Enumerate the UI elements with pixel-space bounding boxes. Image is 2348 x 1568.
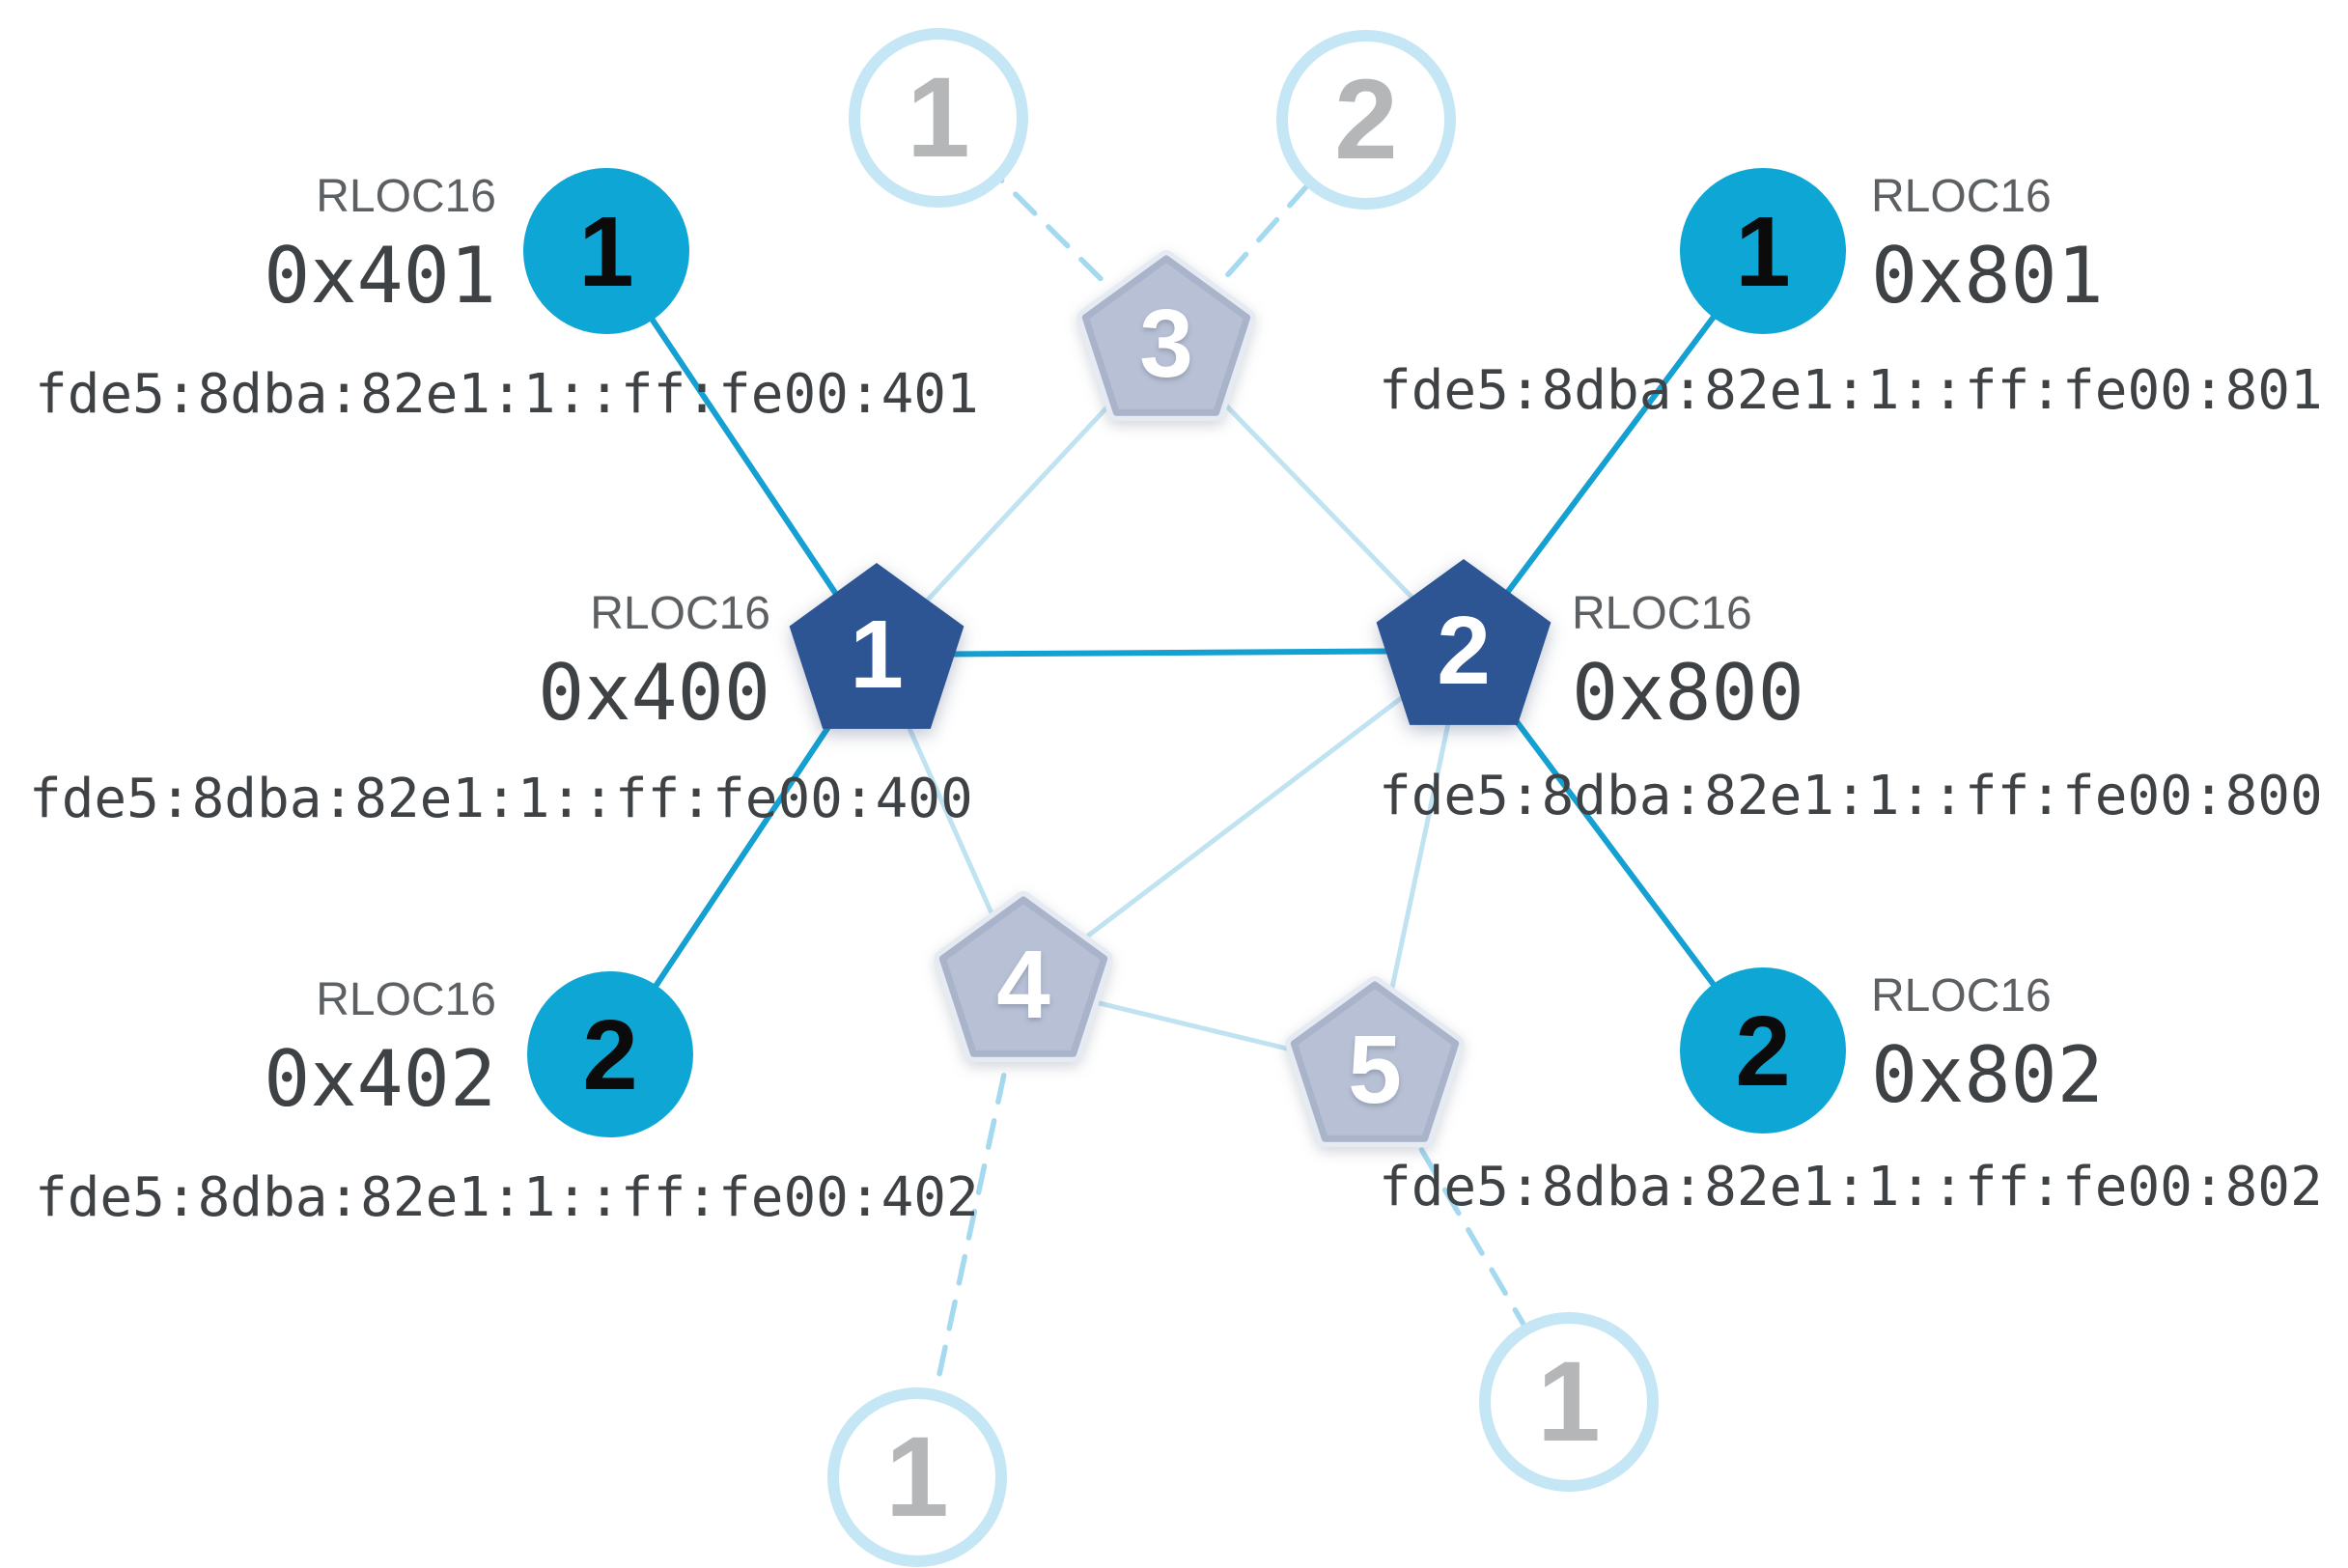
rloc-tag-child-802: RLOC16 0x802 — [1871, 969, 2104, 1118]
rloc16-label: RLOC16 — [1572, 588, 1752, 639]
rloc-tag-child-402: RLOC16 0x402 — [264, 973, 496, 1122]
router-4-number: 4 — [996, 931, 1050, 1039]
link-router1-router2 — [874, 648, 1467, 658]
idle-device-bottom-left-number: 1 — [885, 1414, 949, 1541]
rloc16-label: RLOC16 — [316, 974, 496, 1025]
idle-device-bottom-left: 1 — [827, 1387, 1007, 1567]
router-node-2: 2 — [1372, 555, 1555, 731]
ipv6-address-child-402: fde5:8dba:82e1:1::ff:fe00:402 — [35, 1166, 979, 1229]
rloc16-value-child-802: 0x802 — [1871, 1030, 2104, 1120]
child-device-801-number: 1 — [1735, 195, 1791, 307]
idle-device-top-1-number: 1 — [907, 54, 970, 182]
idle-device-top-2: 2 — [1276, 30, 1456, 210]
ipv6-address-child-802: fde5:8dba:82e1:1::ff:fe00:802 — [1379, 1156, 2323, 1218]
router-node-4: 4 — [922, 882, 1125, 1072]
router-2-pentagon-icon — [1376, 559, 1551, 725]
router-node-5: 5 — [1273, 967, 1476, 1157]
child-device-802-number: 2 — [1735, 994, 1791, 1106]
rloc16-label: RLOC16 — [590, 588, 770, 639]
ipv6-address-router-1: fde5:8dba:82e1:1::ff:fe00:400 — [29, 768, 973, 830]
child-device-801: 1 — [1680, 168, 1846, 334]
child-device-401-number: 1 — [578, 195, 634, 307]
rloc-tag-router-2: RLOC16 0x800 — [1572, 587, 1804, 736]
router-node-3: 3 — [1065, 241, 1268, 431]
rloc16-label: RLOC16 — [1871, 970, 2052, 1022]
idle-device-bottom-right-number: 1 — [1537, 1338, 1601, 1466]
rloc16-value-child-402: 0x402 — [264, 1034, 496, 1124]
child-device-802: 2 — [1680, 967, 1846, 1134]
rloc-tag-child-801: RLOC16 0x801 — [1871, 170, 2104, 319]
router-1-number: 1 — [850, 601, 904, 709]
router-3-number: 3 — [1139, 290, 1193, 398]
rloc16-value-router-1: 0x400 — [538, 648, 770, 738]
idle-device-bottom-right: 1 — [1479, 1312, 1659, 1492]
router-5-number: 5 — [1348, 1016, 1402, 1124]
rloc16-label: RLOC16 — [1871, 171, 2052, 222]
router-1-pentagon-icon — [789, 563, 964, 729]
idle-device-top-2-number: 2 — [1334, 56, 1398, 183]
ipv6-address-child-401: fde5:8dba:82e1:1::ff:fe00:401 — [35, 363, 979, 426]
child-device-402: 2 — [527, 971, 693, 1137]
rloc16-value-child-401: 0x401 — [264, 231, 496, 321]
child-device-401: 1 — [523, 168, 689, 334]
ipv6-address-router-2: fde5:8dba:82e1:1::ff:fe00:800 — [1379, 765, 2323, 827]
router-2-number: 2 — [1437, 597, 1491, 705]
link-router4-router2 — [1020, 648, 1467, 988]
router-4-pentagon-icon — [934, 891, 1113, 1063]
router-node-1: 1 — [785, 559, 968, 735]
rloc-tag-router-1: RLOC16 0x400 — [538, 587, 770, 736]
rloc-tag-child-401: RLOC16 0x401 — [264, 170, 496, 319]
rloc16-value-router-2: 0x800 — [1572, 648, 1804, 738]
rloc16-value-child-801: 0x801 — [1871, 231, 2104, 321]
rloc16-label: RLOC16 — [316, 171, 496, 222]
router-3-pentagon-icon — [1076, 250, 1256, 422]
idle-device-top-1: 1 — [849, 28, 1028, 208]
child-device-402-number: 2 — [582, 998, 638, 1110]
ipv6-address-child-801: fde5:8dba:82e1:1::ff:fe00:801 — [1379, 359, 2323, 422]
router-5-pentagon-icon — [1285, 976, 1465, 1148]
